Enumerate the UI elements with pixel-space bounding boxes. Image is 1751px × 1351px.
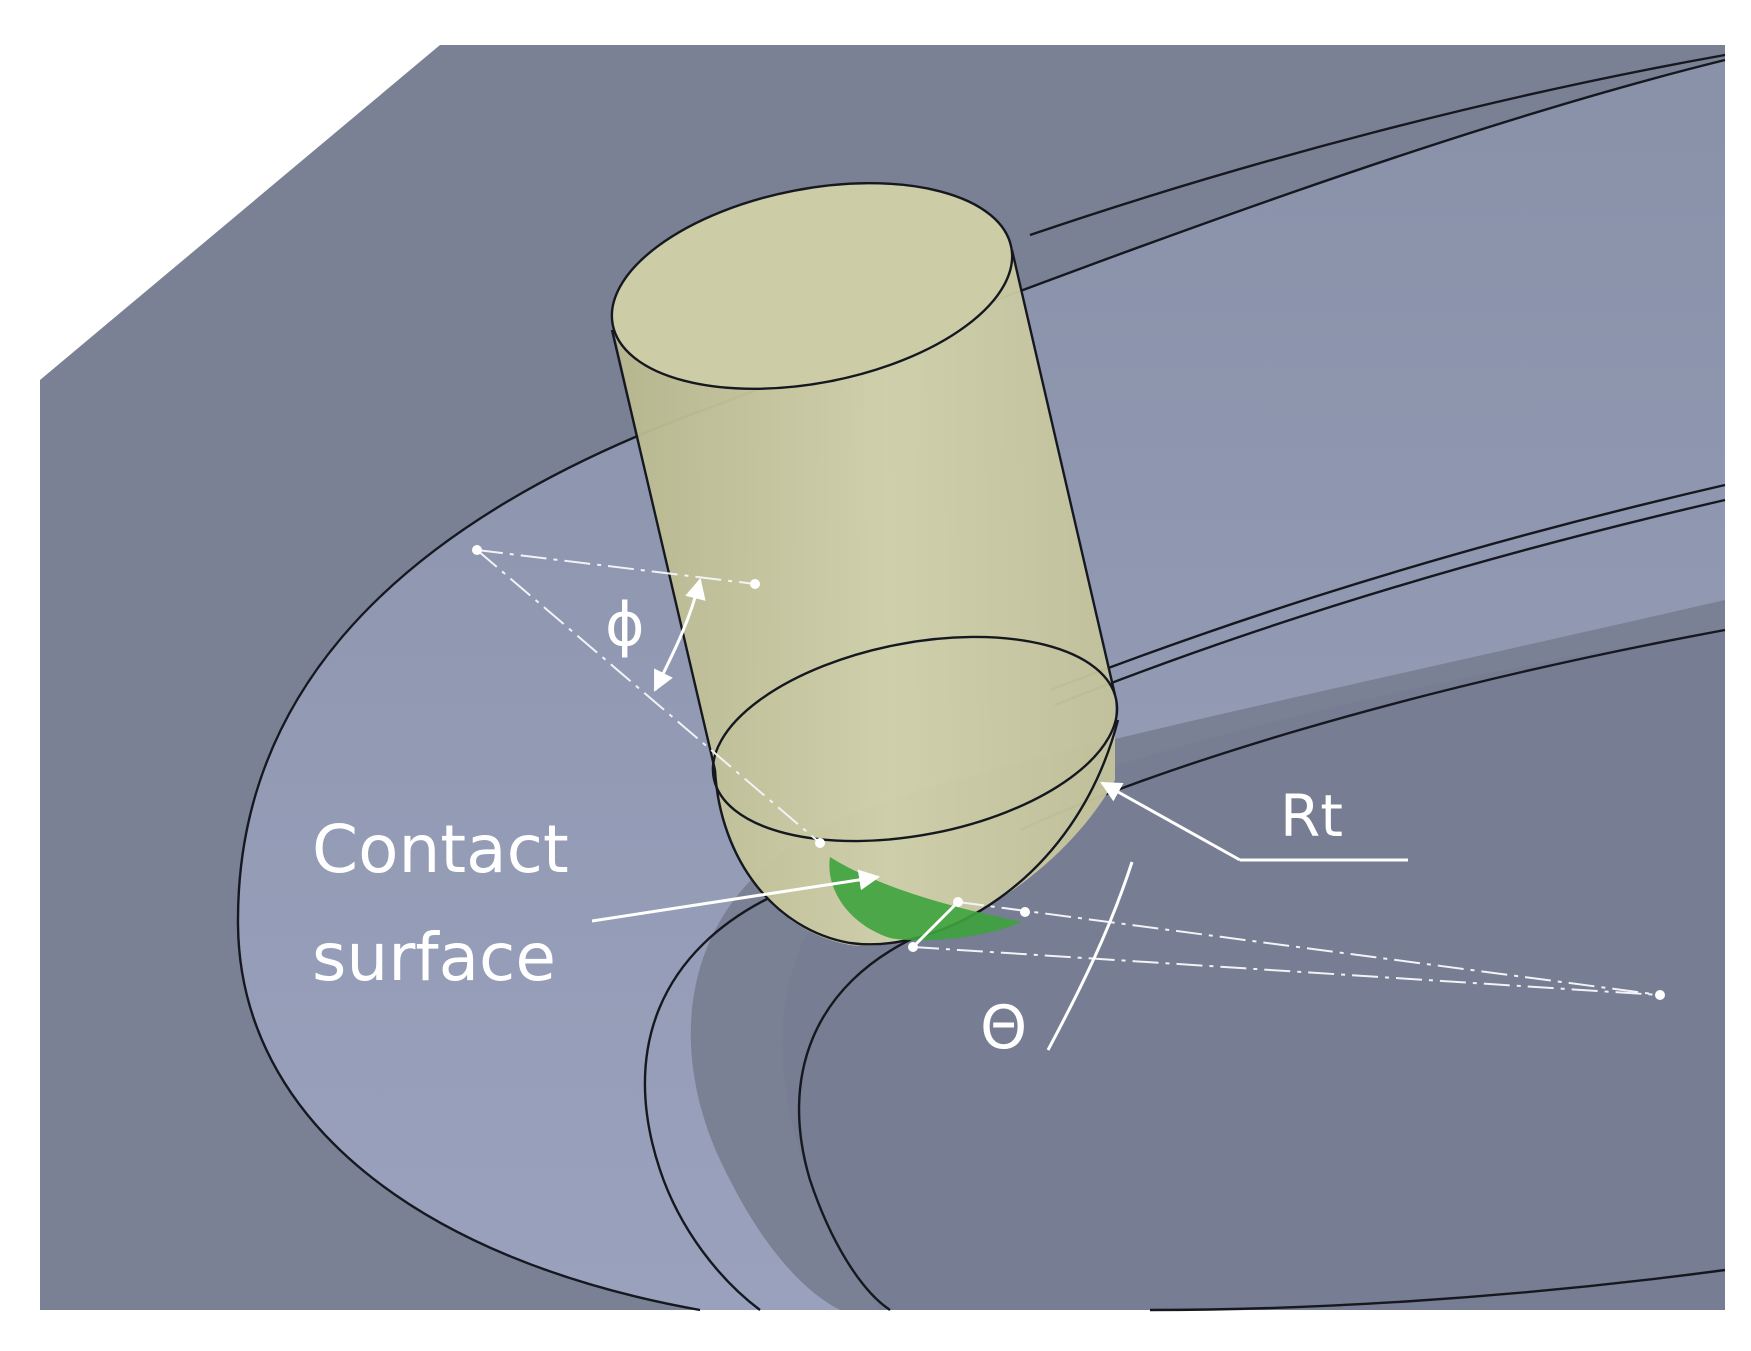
groove-edge-1 bbox=[1049, 483, 1726, 692]
tool-transition-ellipse bbox=[711, 635, 1119, 843]
phi-label: ϕ bbox=[605, 590, 645, 660]
theta-axis-line-2 bbox=[912, 946, 1661, 996]
contact-surface-patch bbox=[829, 857, 1022, 941]
groove-edge-2 bbox=[1054, 498, 1726, 707]
contact-leader-line bbox=[591, 869, 881, 923]
inner-floor-edge bbox=[1149, 1268, 1726, 1312]
theta-label: Θ bbox=[980, 993, 1027, 1063]
phi-vertex-dot bbox=[472, 545, 482, 555]
plate-edge-top bbox=[1029, 53, 1726, 237]
phi-reference-line bbox=[476, 549, 821, 844]
rt-annotation: Rt bbox=[1100, 781, 1408, 862]
tool-top-ellipse bbox=[610, 182, 1014, 390]
groove-edge-left-1 bbox=[643, 893, 776, 1311]
rt-leader-line bbox=[1100, 781, 1241, 862]
contact-label-line1: Contact bbox=[312, 811, 569, 888]
tool-left-silhouette bbox=[610, 329, 717, 771]
theta-annotation: Θ bbox=[908, 861, 1665, 1063]
tool-right-silhouette bbox=[1010, 249, 1117, 696]
contact-point-dot bbox=[815, 838, 825, 848]
theta-far-dot bbox=[1655, 990, 1665, 1000]
theta-dot-3 bbox=[1020, 907, 1030, 917]
phi-end-dot bbox=[750, 579, 760, 589]
ball-end-silhouette bbox=[713, 719, 1120, 946]
phi-arc-arrow bbox=[653, 577, 706, 692]
groove-edge-left-2 bbox=[797, 933, 921, 1311]
phi-annotation: ϕ bbox=[472, 545, 825, 848]
contact-normal-line bbox=[911, 900, 960, 949]
rt-label: Rt bbox=[1280, 782, 1343, 850]
contact-surface-annotation: Contact surface bbox=[312, 811, 881, 996]
theta-arc bbox=[1046, 861, 1134, 1051]
contact-label-line2: surface bbox=[312, 919, 556, 996]
phi-axis-line bbox=[476, 549, 756, 585]
outer-edge bbox=[236, 58, 1726, 1312]
theta-axis-line-1 bbox=[957, 901, 1661, 996]
